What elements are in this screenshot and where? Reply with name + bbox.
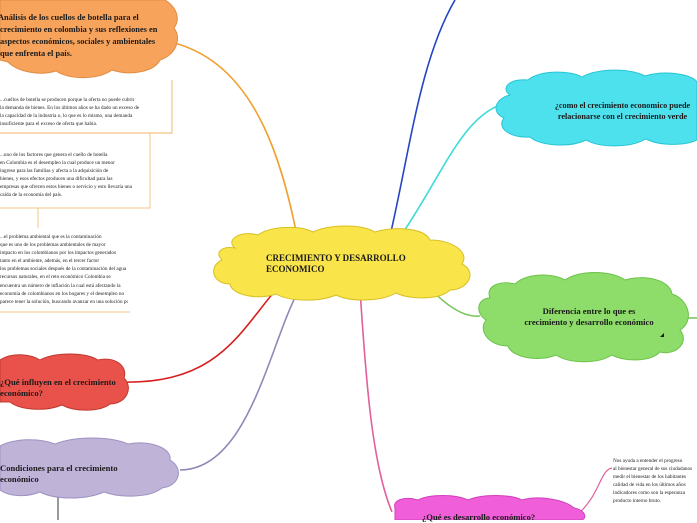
purple-node[interactable] (0, 437, 179, 499)
note-marker-icon (660, 333, 664, 337)
red-node[interactable] (0, 353, 129, 411)
note2-outline (0, 133, 151, 209)
connector-pink (359, 289, 393, 513)
note-desempleo: ...uno de los factores que genera el cue… (0, 152, 132, 199)
connector-purple (179, 287, 301, 471)
magenta-node[interactable] (394, 495, 586, 521)
purple-node-label: Condiciones para el crecimiento económic… (0, 463, 118, 484)
orange-node-label: Análisis de los cuellos de botella para … (0, 13, 158, 58)
center-node-label: CRECIMIENTO Y DESARROLLO ECONOMICO (266, 253, 406, 274)
orange-node[interactable] (0, 0, 178, 79)
connector-red (119, 284, 281, 383)
note-cuellos-botella: ...cuellos de botella se producen porque… (0, 97, 140, 128)
teal-node[interactable] (495, 69, 697, 147)
note1-outline (0, 80, 173, 134)
connector-orange (169, 41, 298, 237)
green-node[interactable] (478, 272, 689, 363)
connector-magenta-right (577, 467, 613, 515)
center-node[interactable] (213, 225, 471, 301)
magenta-node-label: ¿Qué es desarrollo económico? (422, 512, 536, 522)
teal-node-label: ¿como el crecimiento economico puede rel… (554, 101, 691, 121)
red-node-label: ¿Qué influyen en el crecimiento económic… (0, 377, 116, 398)
connector-blue (389, 0, 456, 237)
note-ambiental: ...el problema ambiental que es la conta… (0, 234, 128, 305)
green-node-label: Diferencia entre lo que es crecimiento y… (524, 306, 654, 327)
note-desarrollo: Nos ayuda a entender el progreso al bien… (613, 458, 693, 505)
connector-teal (397, 104, 501, 241)
note3-outline (0, 208, 130, 313)
